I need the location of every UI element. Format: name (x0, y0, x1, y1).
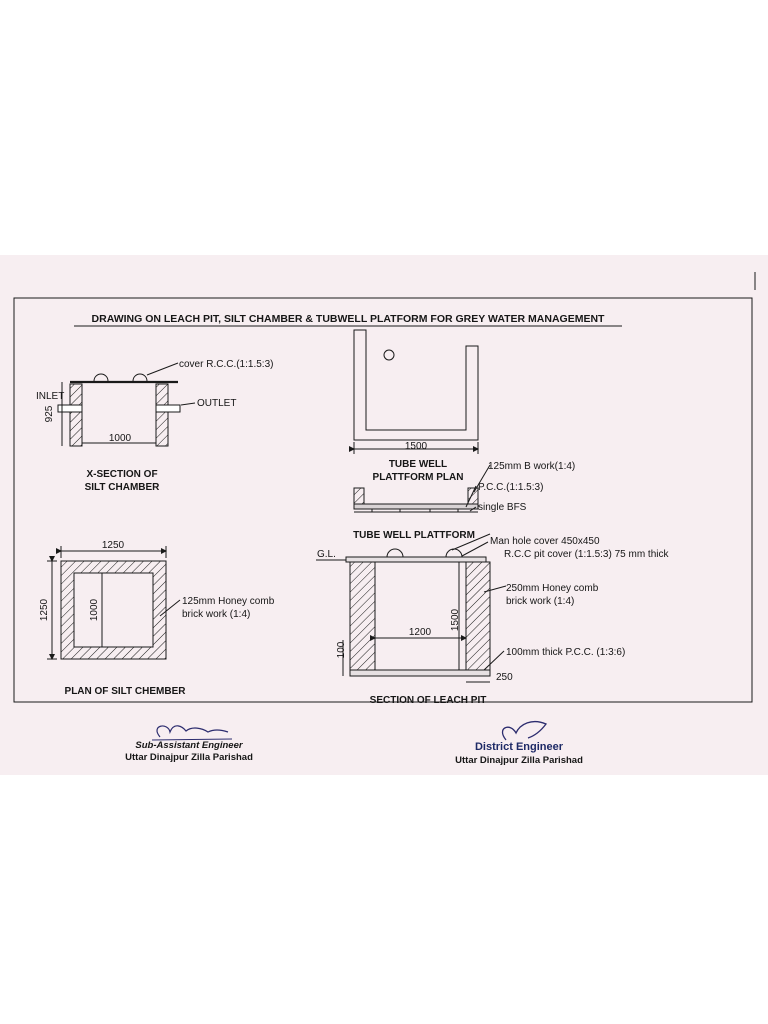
platform-brick-label: 125mm B work(1:4) (488, 461, 575, 472)
leach-wall-dim: 250 (496, 672, 513, 683)
left-signer-title: Sub-Assistant Engineer (135, 740, 243, 751)
drawing-title: DRAWING ON LEACH PIT, SILT CHAMBER & TUB… (92, 313, 606, 325)
leach-pit-caption: SECTION OF LEACH PIT (370, 695, 487, 706)
right-signature-mark (501, 720, 548, 741)
tube-well-plan-caption-2: PLATTFORM PLAN (373, 472, 464, 483)
manhole-label: Man hole cover 450x450 (490, 536, 600, 547)
platform-caption: TUBE WELL PLATTFORM (353, 530, 475, 541)
rcc-cover-label: R.C.C pit cover (1:1.5:3) 75 mm thick (504, 549, 669, 560)
ground-level-label: G.L. (317, 549, 336, 560)
silt-plan-side-dim: 1250 (39, 598, 50, 621)
silt-section-caption-1: X-SECTION OF (86, 469, 157, 480)
silt-plan-caption: PLAN OF SILT CHEMBER (65, 686, 187, 697)
silt-cover-label: cover R.C.C.(1:1.5:3) (179, 359, 273, 370)
left-signer-org: Uttar Dinajpur Zilla Parishad (125, 752, 253, 763)
silt-plan-outer-dim: 1250 (102, 540, 125, 551)
right-signer-title: District Engineer (475, 741, 564, 753)
leach-height-dim: 1500 (450, 608, 461, 631)
leach-width-dim: 1200 (409, 627, 432, 638)
left-signature-mark (151, 725, 233, 741)
leach-wall-label-2: brick work (1:4) (506, 596, 574, 607)
silt-width-dim: 1000 (109, 433, 132, 444)
leach-pcc-label: 100mm thick P.C.C. (1:3:6) (506, 647, 625, 658)
right-signer-org: Uttar Dinajpur Zilla Parishad (455, 755, 583, 766)
silt-chamber-section (57, 362, 196, 447)
drawing-border (13, 297, 753, 703)
silt-plan-wall-label-1: 125mm Honey comb (182, 596, 275, 607)
leach-base-dim: 100 (336, 641, 347, 658)
leach-wall-label-1: 250mm Honey comb (506, 583, 599, 594)
tube-well-plan-width-dim: 1500 (405, 441, 428, 452)
platform-pcc-label: P.C.C.(1:1.5:3) (478, 482, 543, 493)
silt-height-dim: 925 (44, 405, 55, 422)
inlet-label: INLET (36, 391, 64, 402)
silt-plan-wall-label-2: brick work (1:4) (182, 609, 250, 620)
tube-well-plan (349, 329, 479, 454)
silt-chamber-plan (47, 546, 181, 660)
outlet-label: OUTLET (197, 398, 236, 409)
drawing-sheet (0, 255, 768, 775)
platform-bfs-label: single BFS (478, 502, 527, 513)
silt-section-caption-2: SILT CHAMBER (85, 482, 161, 493)
tube-well-platform-section (353, 464, 491, 513)
silt-plan-inner-dim: 1000 (89, 598, 100, 621)
leach-pit-section (316, 533, 507, 683)
tube-well-plan-caption-1: TUBE WELL (389, 459, 447, 470)
